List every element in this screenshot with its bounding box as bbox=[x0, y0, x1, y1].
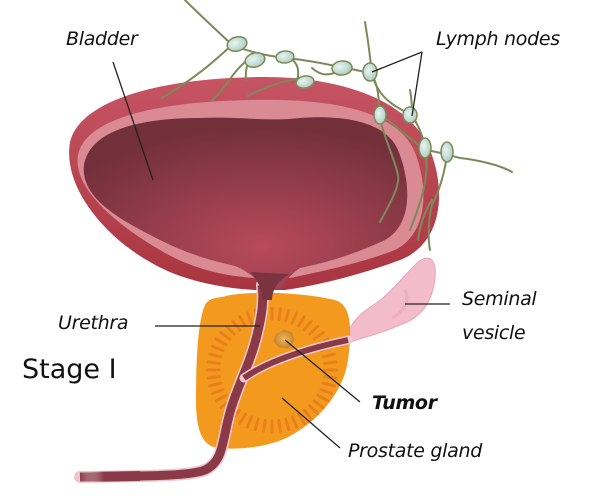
prostate-ray bbox=[238, 315, 247, 328]
prostate-ray bbox=[214, 337, 228, 347]
prostate-ray bbox=[302, 319, 313, 332]
prostate-ray bbox=[290, 311, 299, 325]
prostate-ray bbox=[290, 415, 299, 429]
label-tumor: Tumor bbox=[372, 392, 437, 414]
prostate-ray bbox=[312, 399, 325, 410]
label-urethra: Urethra bbox=[58, 312, 129, 334]
label-lymph-nodes: Lymph nodes bbox=[436, 28, 560, 50]
prostate-ray bbox=[316, 393, 330, 403]
prostate-ray bbox=[208, 381, 223, 388]
lymph-nodes bbox=[226, 36, 454, 163]
prostate-ray bbox=[277, 307, 282, 322]
prostate-gland bbox=[196, 292, 351, 449]
prostate-ray bbox=[297, 412, 306, 425]
lymph-leader-1 bbox=[371, 51, 423, 73]
seminal-vesicle bbox=[347, 257, 436, 344]
label-prostate-gland: Prostate gland bbox=[348, 440, 482, 462]
prostate-ray bbox=[224, 324, 236, 336]
lymph-leader-2 bbox=[411, 51, 423, 117]
prostate-ray bbox=[284, 417, 291, 432]
prostate-ray bbox=[277, 418, 282, 433]
prostate-ray bbox=[308, 324, 320, 336]
prostate-ray bbox=[208, 352, 223, 359]
prostate-ray bbox=[219, 330, 232, 341]
prostate-ray bbox=[302, 408, 313, 421]
prostate-ray bbox=[206, 360, 221, 365]
prostate-ray bbox=[297, 315, 306, 328]
prostate-ray bbox=[308, 404, 320, 416]
prostate-leader bbox=[281, 397, 341, 449]
prostate-ray bbox=[321, 352, 336, 359]
prostate-ray bbox=[238, 412, 247, 425]
label-seminal-vesicle-line1: Seminal bbox=[462, 288, 537, 310]
prostate-ray bbox=[253, 417, 260, 432]
prostate-ray bbox=[245, 311, 254, 325]
prostate-ray bbox=[321, 381, 336, 388]
prostate-ray bbox=[210, 344, 225, 353]
tumor-leader bbox=[284, 339, 361, 403]
prostate-ray bbox=[210, 387, 225, 396]
bladder-leader bbox=[112, 61, 154, 181]
prostate-ray bbox=[284, 308, 291, 323]
stage-title: Stage I bbox=[22, 354, 117, 385]
label-bladder: Bladder bbox=[66, 28, 138, 50]
prostate-ray bbox=[312, 330, 325, 341]
prostate-ray bbox=[262, 418, 267, 433]
label-seminal-vesicle-line2: vesicle bbox=[462, 322, 526, 344]
prostate-ray bbox=[214, 393, 228, 403]
bladder-lumen bbox=[83, 117, 408, 290]
prostate-ray bbox=[206, 375, 221, 380]
prostate-ray bbox=[245, 415, 254, 429]
prostate-ray bbox=[319, 387, 334, 396]
prostate-ray bbox=[323, 360, 338, 365]
leader-lines bbox=[112, 51, 450, 449]
